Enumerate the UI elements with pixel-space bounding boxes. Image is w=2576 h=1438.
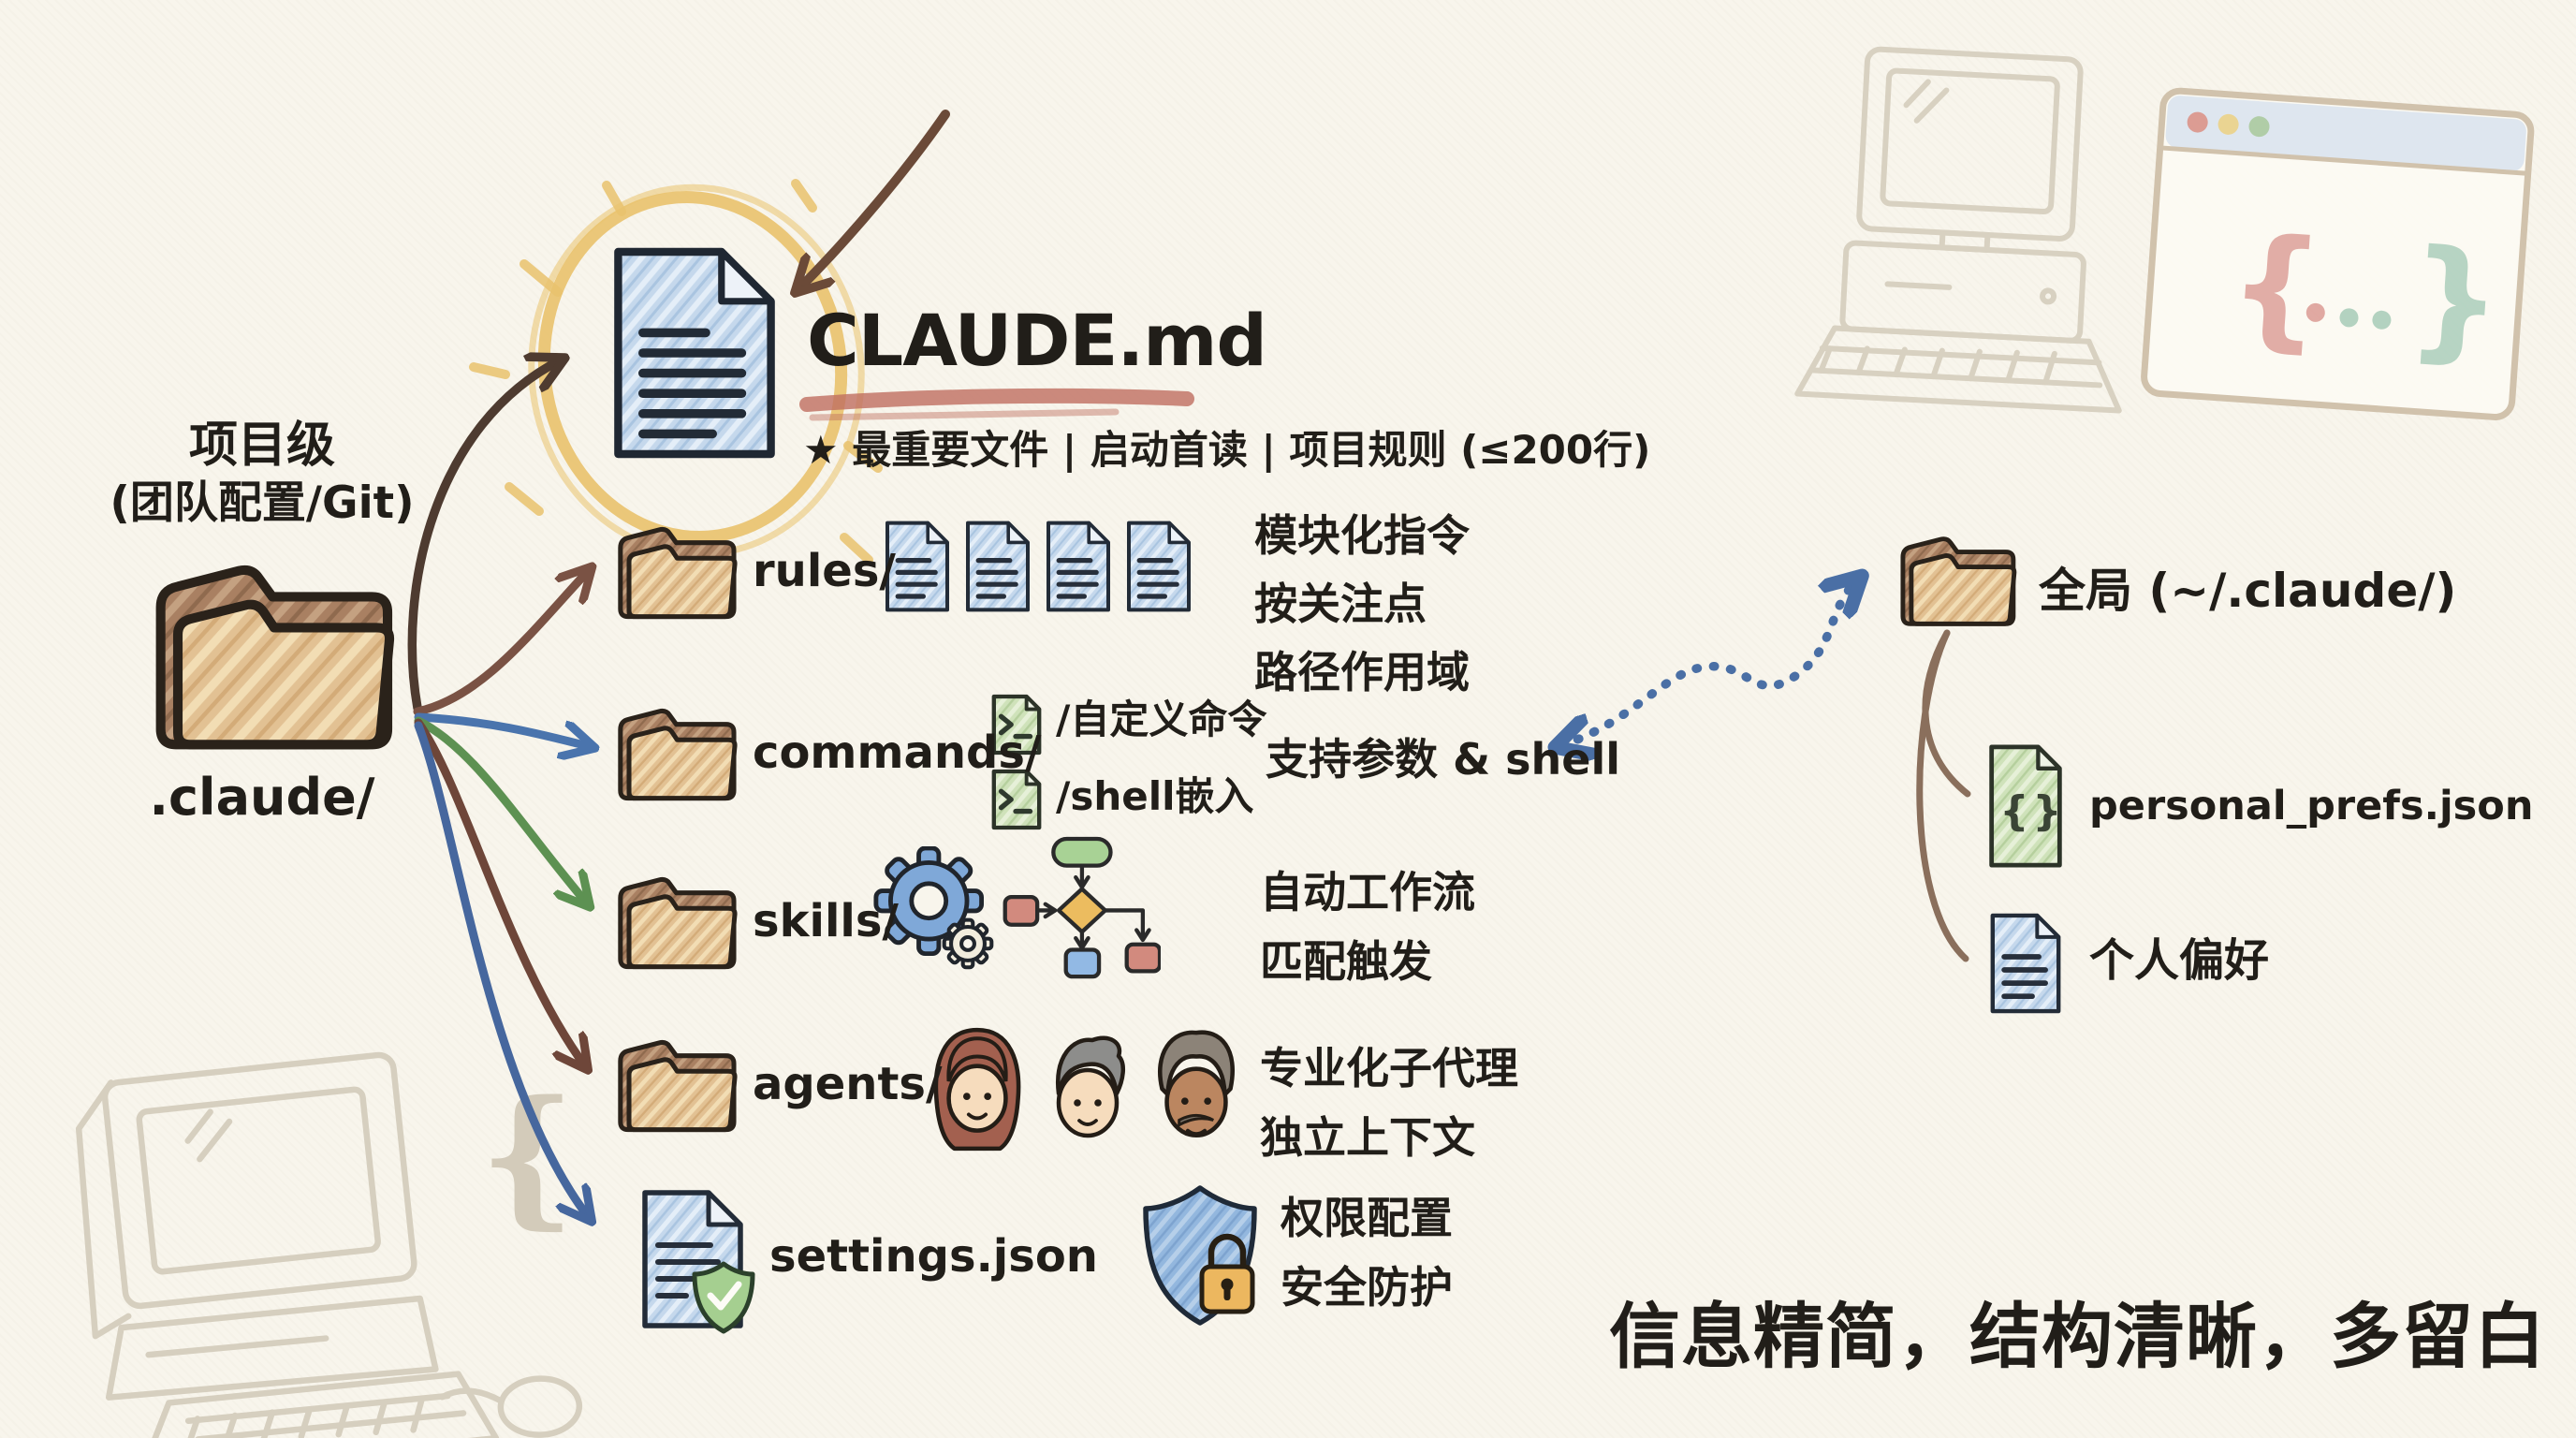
branches — [407, 360, 592, 1219]
svg-text:{}: {} — [1999, 787, 2065, 835]
project-folder-label: .claude/ — [149, 768, 375, 827]
retro-computer-sketch-bottom — [75, 1051, 583, 1438]
agents-note-1: 专业化子代理 — [1260, 1043, 1518, 1093]
personal-prefs-file-icon: {} — [1989, 744, 2065, 868]
rules-doc-icon-3 — [1041, 517, 1116, 616]
agent-face-man-icon — [1056, 1035, 1125, 1138]
commands-folder-label: commands/ — [753, 726, 1042, 779]
claude-md-title: CLAUDE.md — [807, 299, 1267, 382]
settings-file-icon — [642, 1190, 755, 1334]
title-underline — [799, 388, 1194, 421]
settings-note-2: 安全防护 — [1281, 1262, 1453, 1313]
flowchart-icon — [1003, 836, 1161, 979]
branch-claude-md — [407, 360, 562, 712]
agents-folder-label: agents/ — [753, 1058, 943, 1110]
branch-commands — [414, 712, 592, 747]
code-window-sketch: { } — [2141, 87, 2535, 420]
skills-note-1: 自动工作流 — [1260, 867, 1475, 917]
global-title: 全局 (~/.claude/) — [2039, 564, 2457, 618]
rules-note-1: 模块化指令 — [1254, 510, 1470, 561]
code-brace-right: } — [2404, 221, 2508, 380]
retro-computer-sketch-top — [1794, 46, 2122, 414]
agents-note-2: 独立上下文 — [1260, 1112, 1475, 1163]
personal-notes-label: 个人偏好 — [2089, 934, 2270, 987]
small-brace-doodle: { — [479, 1067, 576, 1243]
sparkle-dashes — [469, 179, 883, 565]
arrow-to-claude-md — [798, 110, 950, 290]
commands-item-2: /shell嵌入 — [1056, 773, 1254, 819]
project-level-label-line2: (团队配置/Git) — [110, 477, 415, 529]
claude-md-subtitle: ★ 最重要文件 | 启动首读 | 项目规则 (≤200行) — [803, 427, 1651, 473]
agent-face-woman-icon — [933, 1027, 1021, 1152]
agents-folder-icon — [608, 1032, 744, 1137]
rules-doc-icon-4 — [1121, 517, 1196, 616]
rules-note-2: 按关注点 — [1254, 579, 1427, 629]
settings-file-label: settings.json — [769, 1230, 1098, 1283]
commands-folder-icon — [608, 700, 744, 805]
claude-md-file-icon — [614, 247, 775, 459]
settings-note-1: 权限配置 — [1281, 1193, 1453, 1243]
rules-note-3: 路径作用域 — [1254, 647, 1470, 697]
rules-doc-icon-2 — [960, 517, 1035, 616]
rules-folder-icon — [608, 519, 744, 624]
code-brace-left: { — [2224, 209, 2328, 368]
project-level-label-line1: 项目级 — [188, 418, 335, 474]
project-folder-icon — [129, 549, 416, 758]
gear-icon — [873, 846, 994, 970]
small-gear-icon — [942, 917, 994, 970]
branch-rules — [413, 569, 590, 716]
global-tree-bracket — [1916, 629, 1971, 962]
branch-agents — [414, 718, 586, 1067]
agent-face-mustache-icon — [1158, 1030, 1235, 1137]
personal-prefs-label: personal_prefs.json — [2089, 783, 2534, 829]
branch-settings — [414, 721, 590, 1219]
skills-folder-icon — [608, 869, 744, 974]
commands-item-1: /自定义命令 — [1056, 697, 1267, 742]
rules-folder-label: rules/ — [753, 545, 896, 597]
skills-note-2: 匹配触发 — [1260, 936, 1432, 987]
branch-skills — [414, 716, 588, 904]
personal-notes-file-icon — [1984, 895, 2067, 1032]
skills-folder-label: skills/ — [753, 895, 899, 947]
dotted-sync-arrow — [1561, 580, 1857, 745]
commands-note: 支持参数 & shell — [1266, 734, 1621, 785]
motto-text: 信息精简，结构清晰，多留白 — [1609, 1295, 2546, 1378]
global-folder-icon — [1895, 526, 2020, 633]
shield-lock-icon — [1143, 1185, 1257, 1326]
